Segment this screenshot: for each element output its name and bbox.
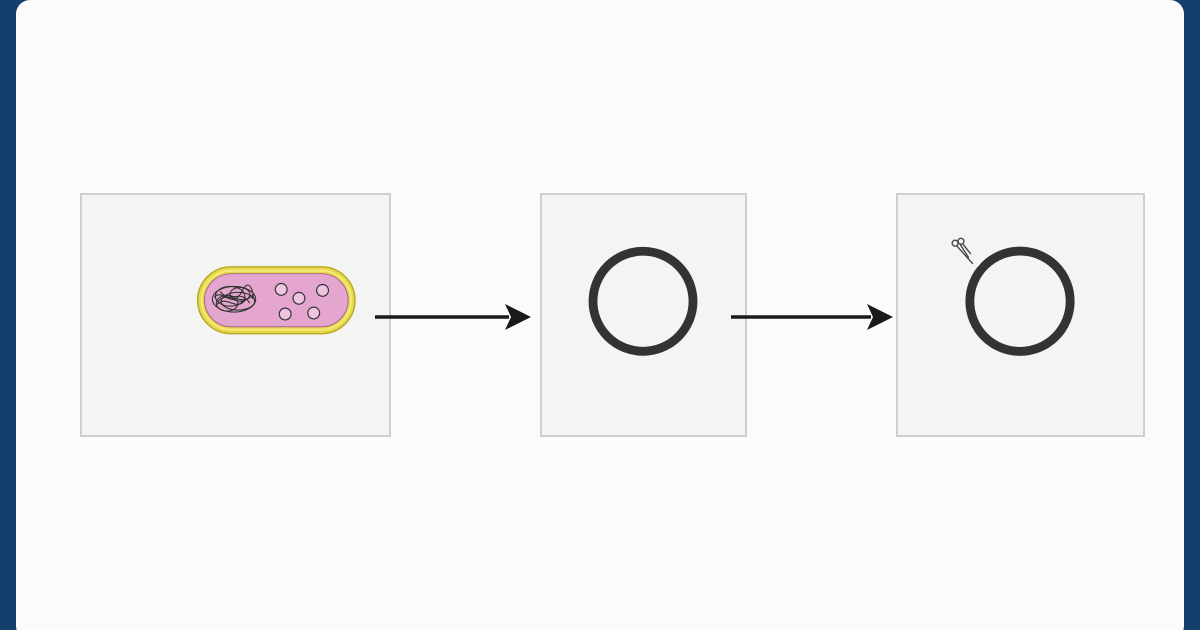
plasmid-ring-icon	[588, 246, 698, 356]
bacterium-cell-icon	[196, 266, 356, 335]
right-arrow-icon	[375, 304, 531, 330]
cytoplasm	[204, 273, 349, 328]
cut-plasmid-panel	[896, 193, 1145, 437]
plasmid-panel	[540, 193, 747, 437]
diagram-card	[16, 0, 1184, 630]
plasmid-ring	[588, 246, 698, 356]
chromosome-tangle	[211, 284, 257, 313]
cut-plasmid-ring	[965, 246, 1075, 356]
bacterium-panel	[80, 193, 391, 437]
cell-membrane	[200, 269, 353, 331]
arrow-2	[731, 300, 893, 334]
arrow-1	[375, 300, 531, 334]
scissors-icon	[951, 237, 974, 265]
cut-plasmid-ring-icon	[951, 237, 1075, 356]
right-arrow-icon	[731, 304, 893, 330]
plasmid-circles	[274, 282, 330, 321]
